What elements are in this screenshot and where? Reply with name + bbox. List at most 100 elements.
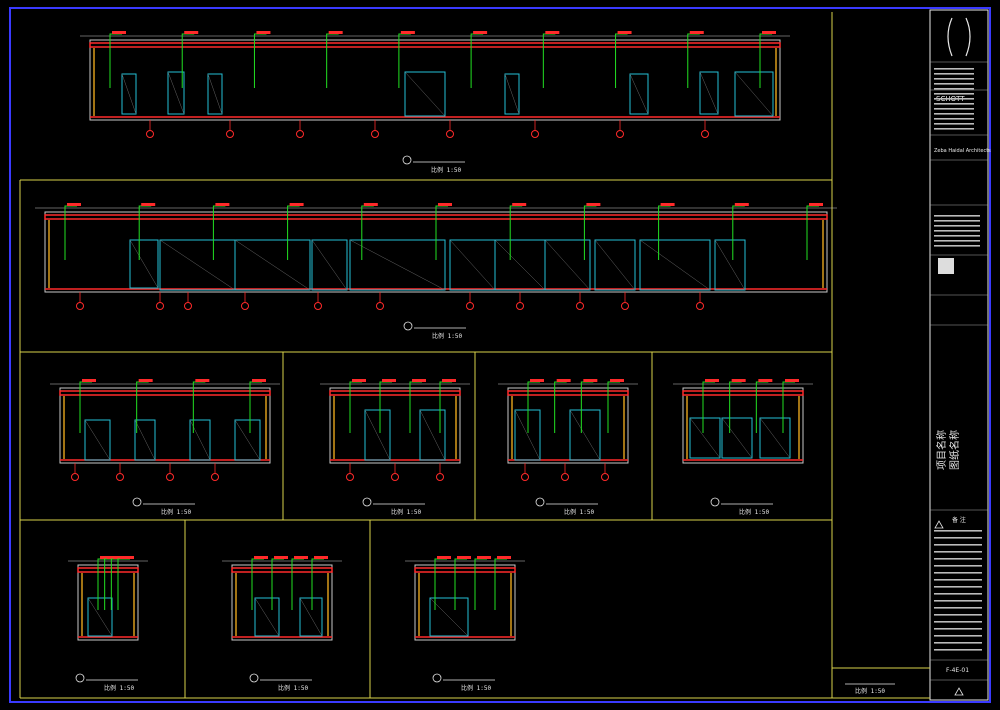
annotation-leader xyxy=(97,558,110,610)
door-swing xyxy=(311,239,348,291)
notes-lines xyxy=(934,537,982,539)
annotation-leader xyxy=(349,381,362,433)
annotation-leader xyxy=(580,381,594,433)
fine-print xyxy=(934,78,974,80)
fine-print xyxy=(934,215,980,217)
annotation-tag xyxy=(583,379,598,382)
annotation-leader xyxy=(192,381,206,433)
notes-lines xyxy=(934,558,982,560)
annotation-leader xyxy=(474,558,487,610)
door-panel xyxy=(714,239,746,291)
annotation-leader xyxy=(138,205,152,260)
elevation-F: 比例 1:50 xyxy=(673,379,813,516)
door-swing xyxy=(544,239,591,291)
door-panel xyxy=(404,71,446,117)
annotation-tag xyxy=(586,203,601,206)
annotation-tag xyxy=(412,379,426,382)
annotation-leader xyxy=(607,381,620,433)
revision-triangle-icon xyxy=(954,687,964,696)
door-swing xyxy=(504,73,520,115)
door-panel xyxy=(134,419,156,461)
door-swing xyxy=(207,73,223,115)
door-panel xyxy=(699,71,719,115)
notes-lines xyxy=(934,586,982,588)
door-swing xyxy=(167,71,185,115)
annotation-tag xyxy=(215,203,230,206)
project-title: 项目名称 xyxy=(935,430,948,470)
door-swing xyxy=(721,417,753,459)
annotation-leader xyxy=(542,33,556,88)
annotation-leader xyxy=(732,205,745,260)
fine-print xyxy=(934,230,980,232)
annotation-leader xyxy=(435,205,448,260)
door-swing xyxy=(159,239,236,291)
grid-bubble xyxy=(314,302,322,310)
grid-bubble xyxy=(616,130,624,138)
door-panel xyxy=(129,239,159,289)
grid-bubble xyxy=(531,130,539,138)
door-swing xyxy=(254,597,280,637)
annotation-leader xyxy=(79,381,92,433)
elevation-E: 比例 1:50 xyxy=(498,379,638,516)
annotation-tag xyxy=(705,379,719,382)
annotation-tag xyxy=(294,556,308,559)
elevation-C: 比例 1:50 xyxy=(50,379,280,516)
grid-bubble xyxy=(516,302,524,310)
notes-lines xyxy=(934,551,982,553)
sheet-border xyxy=(9,7,991,703)
annotation-tag xyxy=(438,203,452,206)
door-swing xyxy=(84,419,111,461)
door-swing xyxy=(87,597,113,637)
annotation-tag xyxy=(120,556,134,559)
notes-lines xyxy=(934,600,982,602)
notes-lines xyxy=(934,635,982,637)
door-panel xyxy=(569,409,601,461)
annotation-leader xyxy=(361,205,374,260)
annotation-tag xyxy=(314,556,328,559)
door-panel xyxy=(544,239,591,291)
elevation-D: 比例 1:50 xyxy=(320,379,470,516)
elevation-B: 比例 1:50 xyxy=(35,203,837,340)
ceiling-line xyxy=(507,390,629,396)
elevation-outline xyxy=(89,39,781,121)
annotation-tag xyxy=(363,203,378,206)
notes-lines xyxy=(934,649,982,651)
elevation-outline xyxy=(682,387,804,464)
notes-lines xyxy=(934,614,982,616)
door-panel xyxy=(234,419,261,461)
annotation-tag xyxy=(473,31,488,34)
grid-bubble xyxy=(521,473,529,481)
door-swing xyxy=(449,239,496,291)
notes-lines xyxy=(934,565,982,567)
door-swing xyxy=(699,71,719,115)
annotation-leader xyxy=(117,558,130,610)
elevation-H: 比例 1:50 xyxy=(222,556,342,692)
caption-marker xyxy=(535,497,545,507)
door-swing xyxy=(714,239,746,291)
annotation-tag xyxy=(758,379,773,382)
notes-lines xyxy=(934,530,982,532)
notes-lines xyxy=(934,544,982,546)
annotation-leader xyxy=(755,381,769,433)
door-panel xyxy=(121,73,137,115)
annotation-tag xyxy=(785,379,799,382)
annotation-tag xyxy=(67,203,81,206)
elevation-outline xyxy=(231,564,333,641)
door-swing xyxy=(129,239,159,289)
grid-bubble xyxy=(346,473,354,481)
annotation-leader xyxy=(527,381,540,433)
scale-caption: 比例 1:50 xyxy=(431,166,461,174)
door-swing xyxy=(639,239,711,291)
scale-caption: 比例 1:50 xyxy=(161,508,191,516)
scale-caption: 比例 1:50 xyxy=(461,684,491,692)
annotation-tag xyxy=(289,203,304,206)
door-swing xyxy=(629,73,649,115)
fine-print xyxy=(934,88,974,90)
annotation-leader xyxy=(212,205,226,260)
caption-marker xyxy=(75,673,85,683)
fine-print xyxy=(934,235,980,237)
stamp-box xyxy=(938,258,954,274)
caption-marker xyxy=(132,497,142,507)
grid-bubble xyxy=(466,302,474,310)
door-swing xyxy=(121,73,137,115)
